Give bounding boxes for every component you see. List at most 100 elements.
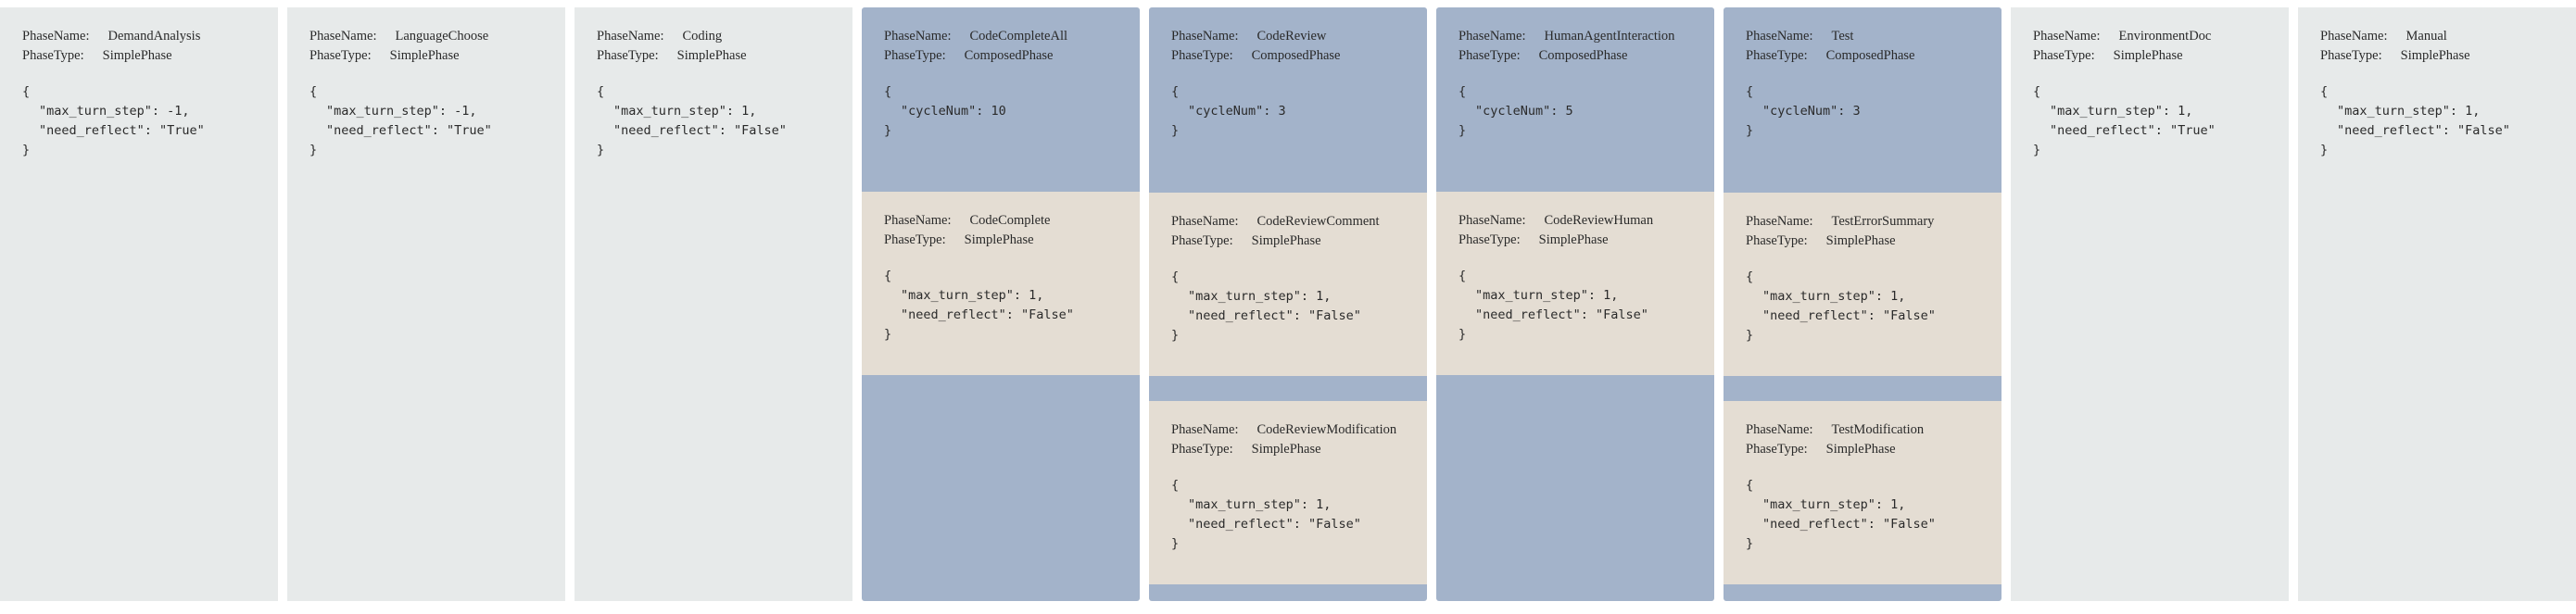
phase-name-value: CodeReviewHuman xyxy=(1544,213,1654,228)
config-line: { xyxy=(884,84,892,99)
phase-name-value: CodeReview xyxy=(1256,29,1327,44)
phase-type-row: PhaseType:ComposedPhase xyxy=(884,46,1140,66)
config-line: { xyxy=(1458,269,1467,283)
sub-phase-config: {"max_turn_step": 1,"need_reflect": "Fal… xyxy=(1458,267,1714,345)
config-line: "need_reflect": "True" xyxy=(39,123,205,138)
sub-phase-name-row: PhaseName:CodeReviewHuman xyxy=(1458,211,1714,231)
sub-phase-type-row: PhaseType: SimplePhase xyxy=(1746,440,2001,459)
phase-name-row: PhaseName:EnvironmentDoc xyxy=(2033,27,2289,46)
sub-phase-type-row: PhaseType:SimplePhase xyxy=(884,231,1140,250)
config-line: } xyxy=(884,123,892,138)
config-line: "max_turn_step": 1, xyxy=(901,288,1044,303)
sub-phase-config: { "max_turn_step": 1, "need_reflect": "Fal… xyxy=(884,267,1140,345)
phase-type-label: PhaseType: xyxy=(1746,442,1808,457)
config-line: } xyxy=(1171,328,1180,343)
phase-name-label: PhaseName: xyxy=(1746,422,1813,437)
config-line: "max_turn_step": 1, xyxy=(2050,104,2193,119)
phase-name-label: PhaseName: xyxy=(2320,29,2388,44)
config-line: { xyxy=(1746,478,1754,493)
sub-phase-name-row: PhaseName:CodeReviewModification xyxy=(1171,420,1427,440)
sub-phase-config: {"max_turn_step": 1,"need_reflect": "Fal… xyxy=(1746,476,2001,554)
sub-phase-name-row: PhaseName:CodeComplete xyxy=(884,211,1140,231)
config-line: { xyxy=(2033,84,2041,99)
phase-type-value: SimplePhase xyxy=(102,48,172,63)
phase-type-row: PhaseType: SimplePhase xyxy=(597,46,852,66)
config-line: { xyxy=(597,84,605,99)
phase-name-row: PhaseName:Manual xyxy=(2320,27,2576,46)
phase-name-label: PhaseName: xyxy=(309,29,377,44)
sub-phase-config: {"max_turn_step": 1,"need_reflect": "Fal… xyxy=(1171,268,1427,345)
phase-name-label: PhaseName: xyxy=(22,29,90,44)
phase-name-row: PhaseName:Test xyxy=(1746,27,2001,46)
phase-config: {"max_turn_step": -1,"need_reflect": "Tr… xyxy=(22,82,278,160)
config-line: "max_turn_step": 1, xyxy=(613,104,757,119)
config-line: "max_turn_step": -1, xyxy=(39,104,190,119)
config-line: { xyxy=(309,84,318,99)
phase-name-row: PhaseName:HumanAgentInteraction xyxy=(1458,27,1714,46)
sub-phase-type-row: PhaseType:SimplePhase xyxy=(1458,231,1714,250)
phase-config: {"max_turn_step": -1,"need_reflect": "Tr… xyxy=(309,82,565,160)
config-line: } xyxy=(1458,123,1467,138)
sub-phase-name-row: PhaseName:TestModification xyxy=(1746,420,2001,440)
config-line: "max_turn_step": 1, xyxy=(1475,288,1619,303)
phase-config: {"max_turn_step": 1,"need_reflect": "Fal… xyxy=(597,82,852,160)
config-line: } xyxy=(2320,143,2329,157)
config-line: } xyxy=(1458,327,1467,342)
phase-name-label: PhaseName: xyxy=(597,29,664,44)
phase-type-label: PhaseType: xyxy=(1458,232,1521,247)
config-line: { xyxy=(1171,269,1180,284)
phase-type-value: SimplePhase xyxy=(676,48,747,63)
config-line: } xyxy=(1171,536,1180,551)
phase-name-value: Coding xyxy=(682,29,723,44)
config-line: "need_reflect": "False" xyxy=(901,307,1074,322)
phase-type-value: SimplePhase xyxy=(1825,233,1896,248)
phase-name-label: PhaseName: xyxy=(2033,29,2101,44)
sub-phase-type-row: PhaseType:SimplePhase xyxy=(1171,232,1427,251)
sub-phase-type-row: PhaseType: SimplePhase xyxy=(1171,440,1427,459)
config-line: "cycleNum": 3 xyxy=(1188,104,1286,119)
phase-type-value: ComposedPhase xyxy=(1825,48,1915,63)
phase-type-value: SimplePhase xyxy=(1825,442,1896,457)
sub-phase-config: {"max_turn_step": 1,"need_reflect": "Fal… xyxy=(1171,476,1427,554)
phase-type-value: SimplePhase xyxy=(1251,442,1321,457)
phase-type-label: PhaseType: xyxy=(22,48,84,63)
config-line: "max_turn_step": -1, xyxy=(326,104,477,119)
config-line: } xyxy=(597,143,605,157)
phase-type-value: ComposedPhase xyxy=(1538,48,1628,63)
config-line: { xyxy=(1171,478,1180,493)
phase-type-label: PhaseType: xyxy=(884,48,946,63)
config-line: "need_reflect": "True" xyxy=(2050,123,2216,138)
phase-name-label: PhaseName: xyxy=(884,29,952,44)
phase-name-label: PhaseName: xyxy=(884,213,952,228)
phase-type-label: PhaseType: xyxy=(1171,442,1233,457)
config-line: "cycleNum": 3 xyxy=(1762,104,1861,119)
config-line: { xyxy=(884,269,892,283)
sub-phase-type-row: PhaseType:SimplePhase xyxy=(1746,232,2001,251)
phase-type-value: SimplePhase xyxy=(2400,48,2470,63)
phase-type-row: PhaseType:SimplePhase xyxy=(2320,46,2576,66)
phase-type-label: PhaseType: xyxy=(597,48,659,63)
config-line: { xyxy=(1171,84,1180,99)
config-line: "max_turn_step": 1, xyxy=(1762,289,1906,304)
phase-name-label: PhaseName: xyxy=(1458,29,1526,44)
phase-config: {"max_turn_step": 1,"need_reflect": "Fal… xyxy=(2320,82,2576,160)
config-line: "need_reflect": "False" xyxy=(1762,517,1936,532)
config-line: } xyxy=(22,143,31,157)
config-line: "need_reflect": "False" xyxy=(1762,308,1936,323)
phase-type-row: PhaseType:SimplePhase xyxy=(309,46,565,66)
